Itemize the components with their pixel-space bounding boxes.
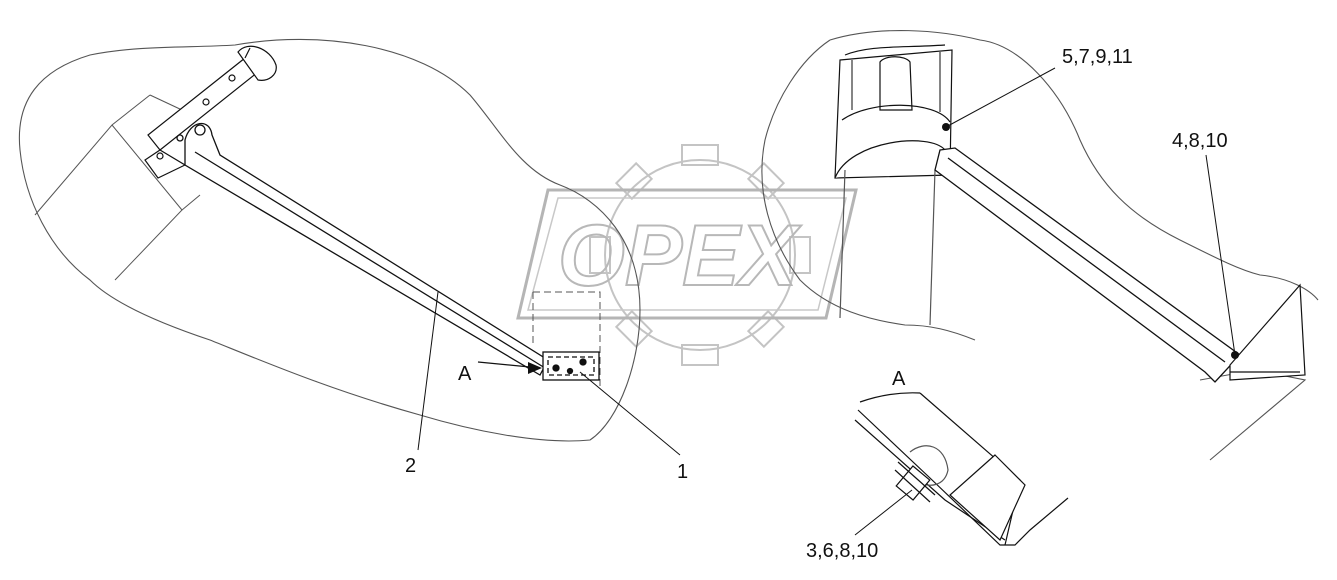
callout-fasteners-detail: 3,6,8,10 [806, 489, 913, 562]
left-phantom-outline [18, 38, 641, 442]
left-strut [176, 122, 549, 376]
part-1-clamp [542, 351, 600, 381]
detail-view-a [854, 392, 1069, 546]
label-fasteners-detail: 3,6,8,10 [806, 540, 878, 562]
label-part-1: 1 [677, 461, 688, 483]
view-arrow-a: A [458, 361, 542, 385]
label-fasteners-right: 4,8,10 [1172, 130, 1228, 152]
callout-part-1: 1 [579, 371, 688, 483]
watermark-plate [516, 188, 858, 320]
right-phantom-outline [829, 29, 1319, 301]
right-mount-plate [1229, 283, 1306, 381]
left-mounting-surface [34, 94, 201, 281]
label-part-2: 2 [405, 455, 416, 477]
opex-watermark: OPEX [516, 144, 858, 366]
left-upper-bracket [144, 45, 277, 179]
hidden-lines-part-1 [532, 291, 601, 390]
callout-fasteners-top: 5,7,9,11 [945, 46, 1133, 128]
lamp-icon [237, 45, 277, 81]
watermark-text: OPEX [558, 208, 802, 304]
label-fasteners-top: 5,7,9,11 [1062, 46, 1133, 68]
right-post [834, 44, 953, 326]
detail-view-title: A [892, 368, 906, 390]
callout-part-2: 2 [405, 291, 439, 477]
callout-fasteners-right: 4,8,10 [1172, 130, 1236, 356]
right-diagonal-bar [934, 147, 1241, 383]
view-arrow-label: A [458, 363, 472, 385]
